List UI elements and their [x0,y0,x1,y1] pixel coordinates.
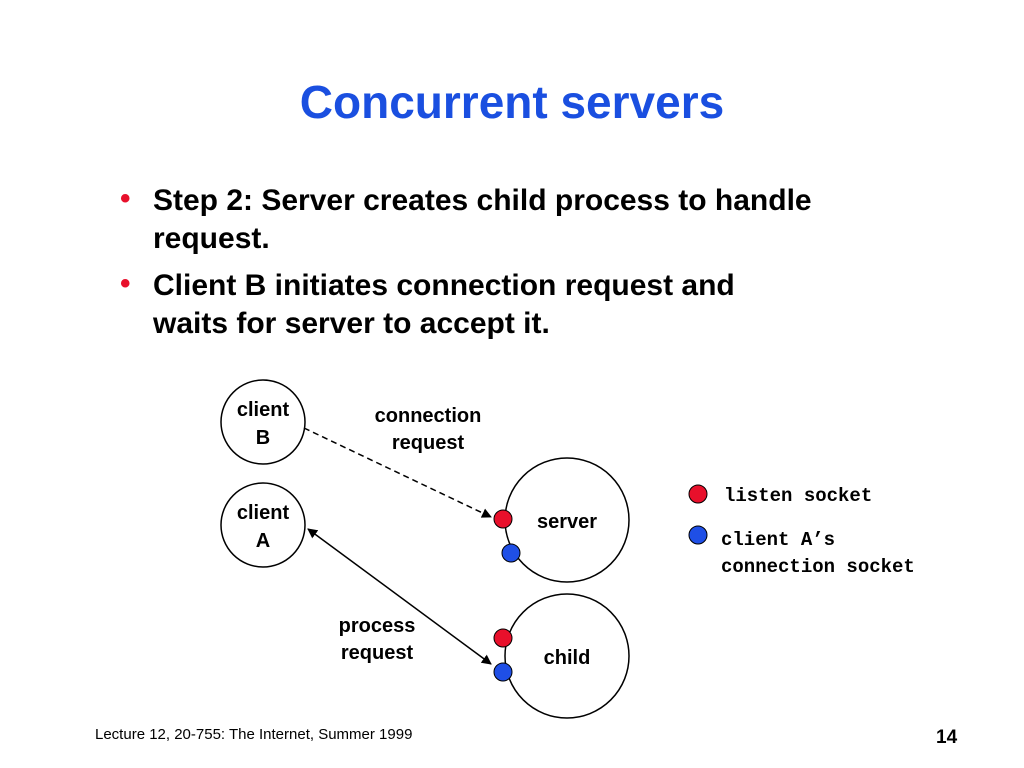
server-listen-socket-icon [493,509,513,529]
slide-title: Concurrent servers [299,76,725,128]
connection-request-arrow [303,427,492,518]
page-number: 14 [936,727,958,748]
client-a-label-line2: A [256,530,270,552]
process-request-label-line2: request [341,642,414,664]
bullet-list: • Step 2: Server creates child process t… [118,182,918,352]
bullet-text-line1: Step 2: Server creates child process to … [153,184,812,217]
connection-socket-legend-label-line1: client A’s [721,529,835,551]
child-node: child [493,593,630,719]
server-node: server [493,457,630,583]
client-b-label-line1: client [237,399,290,421]
server-label: server [537,511,597,533]
footer-text: Lecture 12, 20-755: The Internet, Summer… [95,726,413,743]
process-request-arrow [307,528,492,665]
child-label: child [544,647,591,669]
listen-socket-legend-label: listen socket [724,485,872,507]
server-connection-socket-icon [501,543,521,563]
bullet-item-client-b: • Client B initiates connection request … [118,267,918,343]
bullet-text-line2: request. [153,222,270,255]
connection-socket-legend-label-line2: connection socket [721,556,915,578]
connection-request-label-line1: connection [375,405,482,427]
bullet-text-line1: Client B initiates connection request an… [153,269,735,302]
bullet-icon: • [120,267,131,300]
listen-socket-legend-icon [688,484,708,504]
client-a-node: client A [220,482,306,568]
connection-socket-legend-icon [688,525,708,545]
bullet-text-line2: waits for server to accept it. [153,307,550,340]
child-connection-socket-icon [493,662,513,682]
child-listen-socket-icon [493,628,513,648]
client-b-node: client B [220,379,306,465]
client-a-label-line1: client [237,502,290,524]
bullet-icon: • [120,182,131,215]
legend: listen socket client A’s connection sock… [688,484,915,578]
client-b-label-line2: B [256,427,270,449]
process-request-label-line1: process [339,615,416,637]
connection-request-label-line2: request [392,432,465,454]
bullet-item-step2: • Step 2: Server creates child process t… [118,182,918,258]
